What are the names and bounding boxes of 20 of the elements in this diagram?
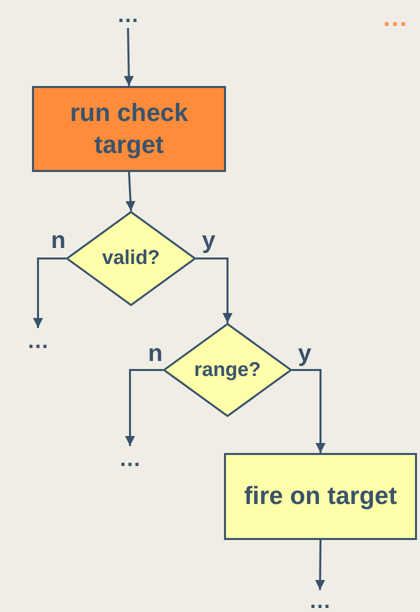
node-text: run check target: [68, 98, 190, 161]
ellipsis-text: …: [112, 446, 148, 472]
arrow: [315, 540, 326, 590]
process-box: [32, 86, 226, 172]
arrow: [196, 258, 232, 323]
node-text: range?: [194, 358, 261, 382]
arrow: [33, 258, 66, 328]
node-text: fire on target: [244, 481, 397, 512]
arrow: [126, 172, 136, 212]
ellipsis-text: …: [110, 2, 146, 28]
ellipsis-text: …: [382, 4, 408, 30]
node-text: valid?: [102, 247, 160, 270]
decision-diamond: [66, 211, 196, 306]
arrow: [125, 369, 163, 446]
process-box: [224, 453, 417, 540]
ellipsis-text: …: [20, 328, 56, 354]
decision-diamond: [163, 323, 292, 417]
arrow: [124, 28, 134, 86]
ellipsis-text: …: [302, 590, 338, 612]
arrow: [292, 369, 326, 453]
